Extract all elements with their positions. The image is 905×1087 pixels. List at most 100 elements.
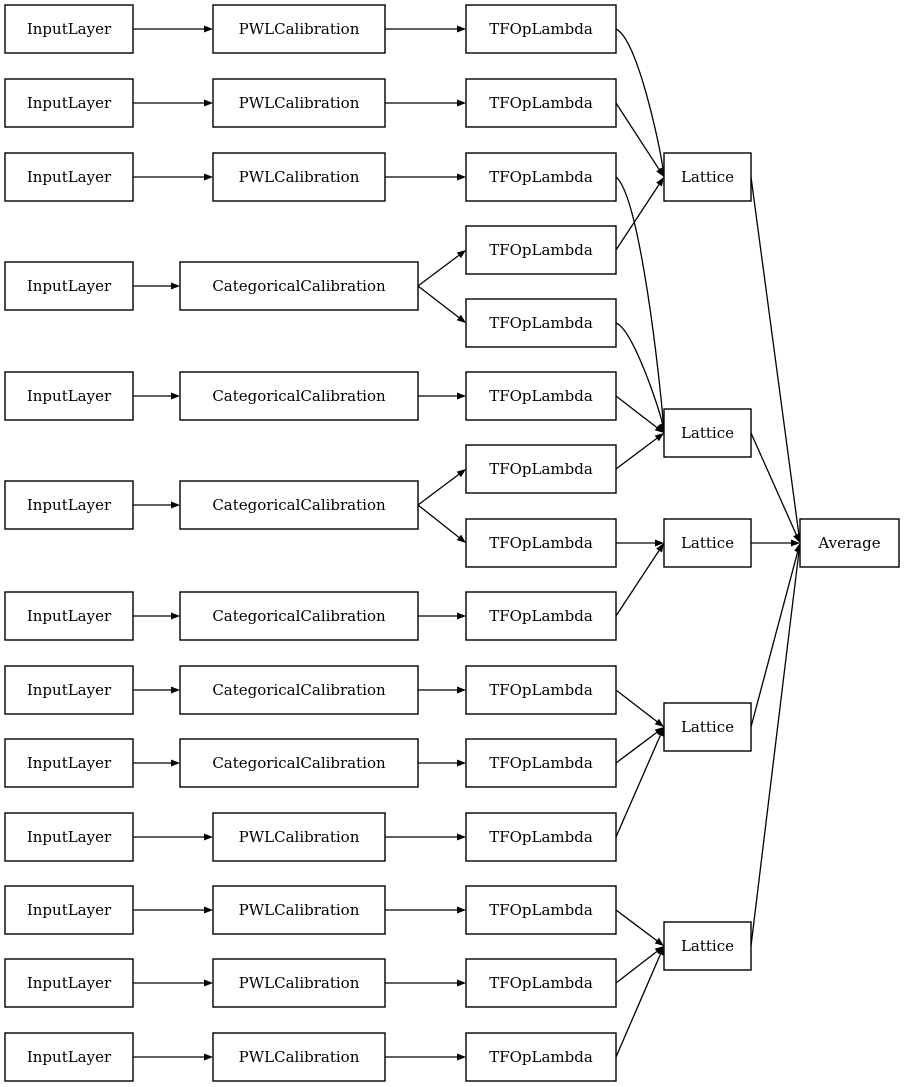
node-box[interactable] — [4, 480, 134, 530]
node-label: TFOpLambda — [489, 314, 593, 332]
node-lat1-lattice[interactable]: Lattice — [663, 152, 752, 202]
node-box[interactable] — [465, 298, 617, 348]
node-box[interactable] — [4, 261, 134, 311]
node-cal12-pwlcalibration[interactable]: PWLCalibration — [212, 958, 386, 1008]
node-box[interactable] — [465, 812, 617, 862]
node-cal1-pwlcalibration[interactable]: PWLCalibration — [212, 4, 386, 54]
node-box[interactable] — [212, 1032, 386, 1082]
node-box[interactable] — [4, 4, 134, 54]
node-box[interactable] — [465, 1032, 617, 1082]
node-tf7-tfoplambda[interactable]: TFOpLambda — [465, 444, 617, 494]
node-box[interactable] — [465, 152, 617, 202]
node-box[interactable] — [4, 812, 134, 862]
node-in7-inputlayer[interactable]: InputLayer — [4, 591, 134, 641]
node-box[interactable] — [465, 738, 617, 788]
node-box[interactable] — [4, 738, 134, 788]
node-cal13-pwlcalibration[interactable]: PWLCalibration — [212, 1032, 386, 1082]
node-box[interactable] — [663, 518, 752, 568]
node-in13-inputlayer[interactable]: InputLayer — [4, 1032, 134, 1082]
node-box[interactable] — [179, 371, 419, 421]
node-box[interactable] — [4, 885, 134, 935]
node-box[interactable] — [212, 78, 386, 128]
node-box[interactable] — [212, 958, 386, 1008]
node-box[interactable] — [4, 152, 134, 202]
node-tf13-tfoplambda[interactable]: TFOpLambda — [465, 885, 617, 935]
arrowhead-lat2-to-avg — [793, 533, 800, 543]
node-box[interactable] — [465, 4, 617, 54]
node-box[interactable] — [179, 480, 419, 530]
node-box[interactable] — [179, 738, 419, 788]
node-box[interactable] — [212, 885, 386, 935]
node-cal11-pwlcalibration[interactable]: PWLCalibration — [212, 885, 386, 935]
node-box[interactable] — [4, 665, 134, 715]
node-box[interactable] — [465, 78, 617, 128]
node-box[interactable] — [212, 152, 386, 202]
node-cal6-categoricalcalibration[interactable]: CategoricalCalibration — [179, 480, 419, 530]
node-box[interactable] — [799, 518, 900, 568]
node-in6-inputlayer[interactable]: InputLayer — [4, 480, 134, 530]
node-cal8-categoricalcalibration[interactable]: CategoricalCalibration — [179, 665, 419, 715]
node-tf14-tfoplambda[interactable]: TFOpLambda — [465, 958, 617, 1008]
node-in11-inputlayer[interactable]: InputLayer — [4, 885, 134, 935]
node-cal7-categoricalcalibration[interactable]: CategoricalCalibration — [179, 591, 419, 641]
node-box[interactable] — [4, 78, 134, 128]
node-box[interactable] — [663, 408, 752, 458]
node-box[interactable] — [465, 444, 617, 494]
node-box[interactable] — [465, 885, 617, 935]
node-in10-inputlayer[interactable]: InputLayer — [4, 812, 134, 862]
node-cal2-pwlcalibration[interactable]: PWLCalibration — [212, 78, 386, 128]
node-tf6-tfoplambda[interactable]: TFOpLambda — [465, 371, 617, 421]
node-in2-inputlayer[interactable]: InputLayer — [4, 78, 134, 128]
node-lat4-lattice[interactable]: Lattice — [663, 702, 752, 752]
arrowhead-cal8-to-tf10 — [457, 686, 466, 694]
node-box[interactable] — [465, 958, 617, 1008]
node-in3-inputlayer[interactable]: InputLayer — [4, 152, 134, 202]
node-tf3-tfoplambda[interactable]: TFOpLambda — [465, 152, 617, 202]
node-box[interactable] — [212, 4, 386, 54]
node-box[interactable] — [465, 665, 617, 715]
node-tf4-tfoplambda[interactable]: TFOpLambda — [465, 225, 617, 275]
node-box[interactable] — [663, 921, 752, 971]
node-cal5-categoricalcalibration[interactable]: CategoricalCalibration — [179, 371, 419, 421]
node-in9-inputlayer[interactable]: InputLayer — [4, 738, 134, 788]
node-box[interactable] — [4, 1032, 134, 1082]
node-tf5-tfoplambda[interactable]: TFOpLambda — [465, 298, 617, 348]
node-box[interactable] — [465, 371, 617, 421]
node-tf2-tfoplambda[interactable]: TFOpLambda — [465, 78, 617, 128]
node-in4-inputlayer[interactable]: InputLayer — [4, 261, 134, 311]
node-box[interactable] — [663, 152, 752, 202]
node-label: InputLayer — [27, 168, 112, 186]
node-cal10-pwlcalibration[interactable]: PWLCalibration — [212, 812, 386, 862]
node-in8-inputlayer[interactable]: InputLayer — [4, 665, 134, 715]
node-box[interactable] — [179, 591, 419, 641]
node-tf12-tfoplambda[interactable]: TFOpLambda — [465, 812, 617, 862]
node-tf1-tfoplambda[interactable]: TFOpLambda — [465, 4, 617, 54]
node-box[interactable] — [465, 225, 617, 275]
node-tf10-tfoplambda[interactable]: TFOpLambda — [465, 665, 617, 715]
node-tf11-tfoplambda[interactable]: TFOpLambda — [465, 738, 617, 788]
node-box[interactable] — [4, 371, 134, 421]
node-box[interactable] — [663, 702, 752, 752]
node-box[interactable] — [212, 812, 386, 862]
node-in1-inputlayer[interactable]: InputLayer — [4, 4, 134, 54]
node-in5-inputlayer[interactable]: InputLayer — [4, 371, 134, 421]
node-label: TFOpLambda — [489, 534, 593, 552]
node-box[interactable] — [465, 591, 617, 641]
node-cal4-categoricalcalibration[interactable]: CategoricalCalibration — [179, 261, 419, 311]
node-box[interactable] — [465, 518, 617, 568]
node-cal9-categoricalcalibration[interactable]: CategoricalCalibration — [179, 738, 419, 788]
node-lat2-lattice[interactable]: Lattice — [663, 408, 752, 458]
node-box[interactable] — [4, 958, 134, 1008]
node-box[interactable] — [179, 261, 419, 311]
node-box[interactable] — [4, 591, 134, 641]
edge-tf6-to-lat2 — [615, 395, 658, 429]
node-cal3-pwlcalibration[interactable]: PWLCalibration — [212, 152, 386, 202]
node-in12-inputlayer[interactable]: InputLayer — [4, 958, 134, 1008]
node-tf15-tfoplambda[interactable]: TFOpLambda — [465, 1032, 617, 1082]
node-avg-average[interactable]: Average — [799, 518, 900, 568]
node-lat5-lattice[interactable]: Lattice — [663, 921, 752, 971]
node-lat3-lattice[interactable]: Lattice — [663, 518, 752, 568]
node-tf9-tfoplambda[interactable]: TFOpLambda — [465, 591, 617, 641]
node-tf8-tfoplambda[interactable]: TFOpLambda — [465, 518, 617, 568]
node-box[interactable] — [179, 665, 419, 715]
